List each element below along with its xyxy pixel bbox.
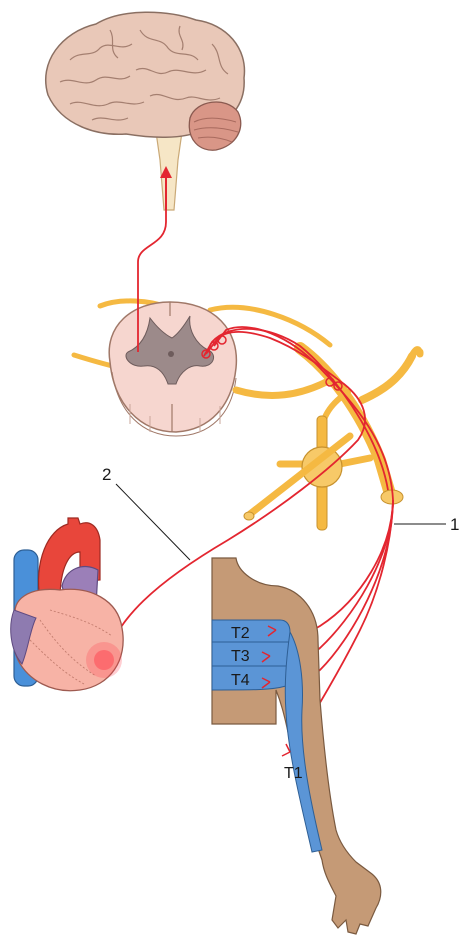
dermatome-label-t4: T4 — [231, 672, 250, 689]
dermatome-t3 — [212, 642, 290, 666]
cerebellum — [189, 102, 240, 150]
dermatome-label-t3: T3 — [231, 648, 250, 665]
callout-label-2: 2 — [102, 465, 111, 484]
heart-icon — [11, 518, 123, 691]
brainstem — [156, 132, 182, 210]
sympathetic-ganglion-icon — [244, 416, 370, 530]
brain-icon — [46, 12, 245, 210]
dermatome-t4 — [212, 666, 291, 690]
callout-label-1: 1 — [450, 515, 459, 534]
arm-icon — [212, 558, 381, 934]
dermatome-t2 — [212, 620, 290, 642]
dermatome-label-t2: T2 — [231, 625, 250, 642]
dermatome-label-t1: T1 — [284, 765, 303, 782]
spinal-cord-icon — [74, 301, 330, 436]
